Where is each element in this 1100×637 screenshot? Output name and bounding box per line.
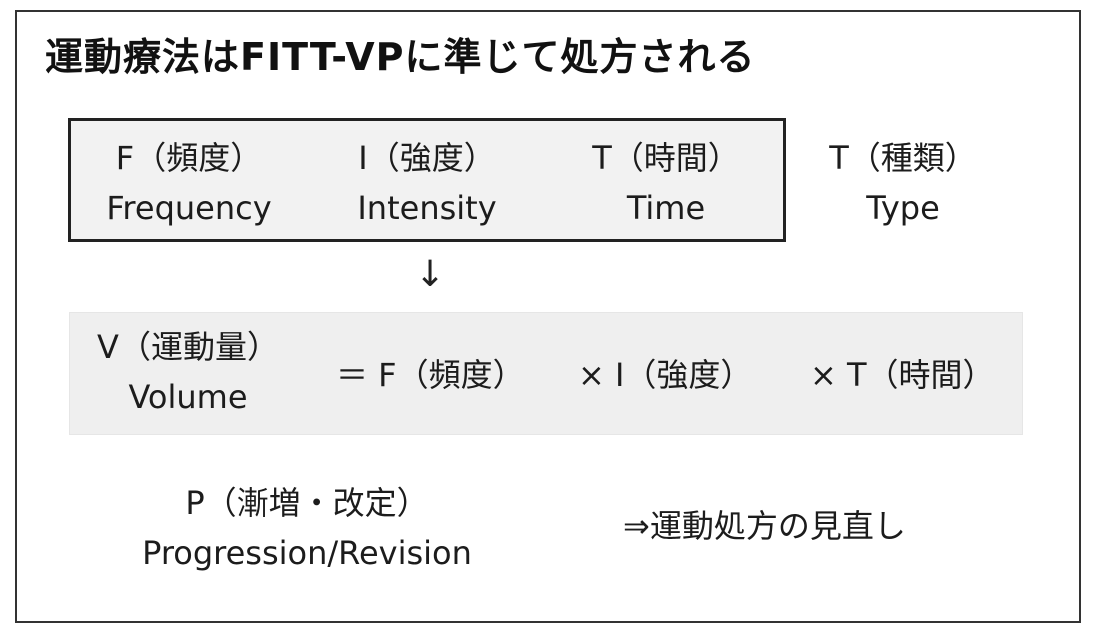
volume-label: V（運動量） Volume — [97, 322, 279, 422]
fitt-frequency-ja: F（頻度） — [115, 139, 263, 177]
formula-intensity: × I（強度） — [578, 356, 753, 394]
progression-label-en: Progression/Revision — [142, 534, 472, 572]
progression-label: P（漸増・改定） Progression/Revision — [142, 478, 472, 578]
formula-frequency: ＝ F（頻度） — [336, 356, 525, 394]
fitt-intensity-ja: I（強度） — [358, 139, 496, 177]
fitt-intensity-en: Intensity — [357, 189, 497, 227]
volume-label-en: Volume — [128, 378, 248, 416]
volume-box — [69, 312, 1023, 435]
fitt-intensity: I（強度） Intensity — [357, 133, 496, 233]
volume-label-ja: V（運動量） — [97, 328, 279, 366]
fitt-frequency-en: Frequency — [106, 189, 272, 227]
figure-title: 運動療法はFITT-VPに準じて処方される — [45, 35, 756, 79]
fitt-type: T（種類） Type — [829, 133, 977, 233]
progression-label-ja: P（漸増・改定） — [185, 484, 429, 522]
fitt-time: T（時間） Time — [592, 133, 740, 233]
fitt-time-ja: T（時間） — [592, 139, 740, 177]
down-arrow-icon: ↓ — [415, 254, 446, 295]
fitt-time-en: Time — [626, 189, 706, 227]
fitt-type-ja: T（種類） — [829, 139, 977, 177]
formula-time: × T（時間） — [810, 356, 995, 394]
progression-note: ⇒運動処方の見直し — [623, 507, 906, 545]
fitt-box — [68, 118, 786, 242]
fitt-frequency: F（頻度） Frequency — [106, 133, 271, 233]
fitt-type-en: Type — [866, 189, 940, 227]
